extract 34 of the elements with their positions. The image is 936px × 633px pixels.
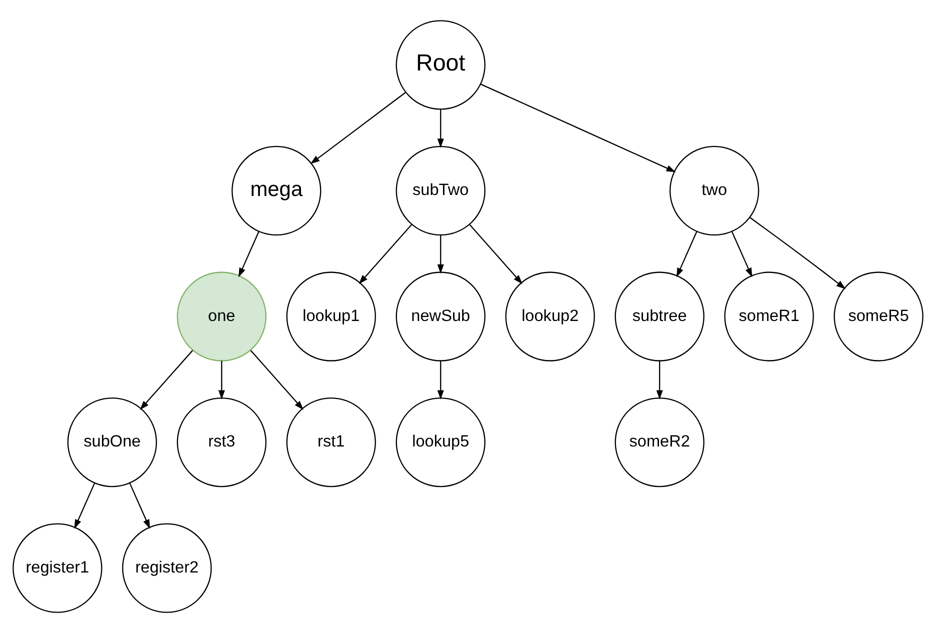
arrow [676,231,698,278]
arrow [218,360,225,400]
arrow [480,84,676,172]
arrow [731,231,752,278]
arrow [358,224,412,284]
node-circle: lookup2 [505,272,595,362]
arrow [437,235,444,274]
arrow [250,350,304,410]
arrow [437,360,444,400]
node-circle: newSub [396,272,486,362]
node-circle: rst1 [286,397,376,488]
node-circle: lookup5 [396,397,486,488]
node-circle: lookup1 [286,272,376,362]
arrow [140,350,194,410]
arrow [469,224,522,284]
arrow [129,482,150,529]
node-circle: someR5 [834,272,924,362]
node-circle: subOne [67,397,158,488]
arrow [437,109,444,148]
node-circle: Root [396,20,486,110]
node-circle: subtree [614,272,704,362]
node-circle: register1 [12,523,102,613]
node-circle: rst3 [176,397,266,488]
arrow [74,482,96,529]
node-circle: two [670,146,760,236]
node-circle: one [176,272,266,362]
arrow [310,92,406,164]
arrow [750,217,846,290]
arrow [656,360,663,400]
arrow [238,231,260,278]
node-circle: someR2 [614,397,704,488]
node-circle: register2 [122,523,212,613]
node-circle: someR1 [724,272,814,362]
node-circle: subTwo [396,146,486,236]
